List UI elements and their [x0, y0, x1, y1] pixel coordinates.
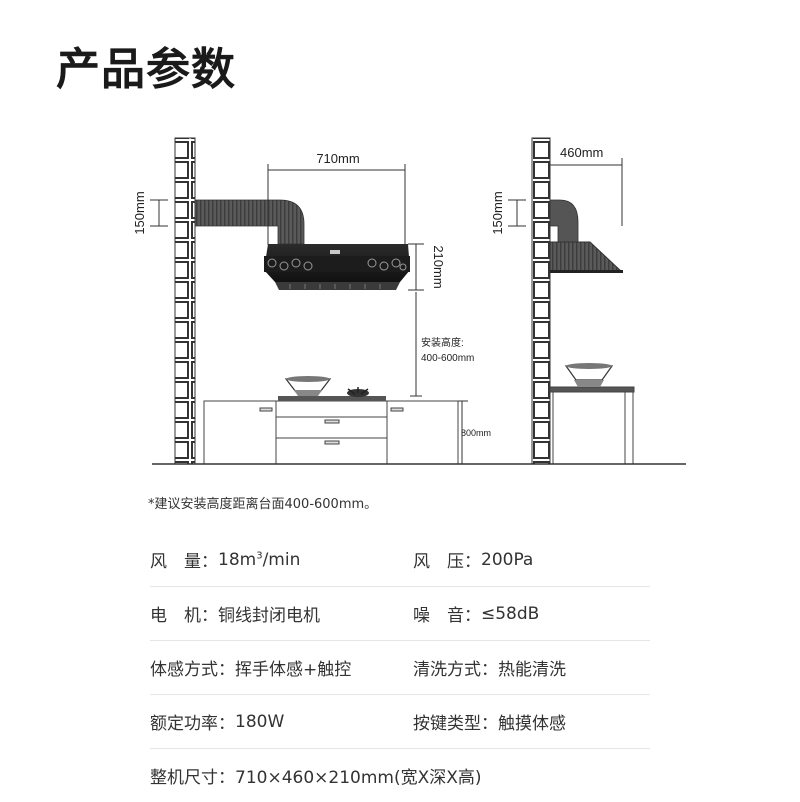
spec-value: 铜线封闭电机: [218, 606, 320, 626]
spec-row: 风 量： 18m3/min 风 压： 200Pa: [150, 533, 650, 587]
hood-height-label: 210mm: [431, 245, 446, 288]
install-height-range: 400-600mm: [421, 353, 474, 364]
left-width-dimension: [267, 164, 406, 245]
width-label: 710mm: [316, 151, 359, 166]
spec-label: 额定功率：: [150, 714, 235, 734]
spec-value: 挥手体感+触控: [235, 660, 352, 680]
spec-label: 电 机：: [150, 606, 218, 626]
left-exhaust-duct: [194, 199, 305, 245]
duct-height-label-right: 150mm: [490, 191, 505, 234]
spec-airflow: 风 量： 18m3/min: [150, 547, 413, 573]
spec-sensing-mode: 体感方式： 挥手体感+触控: [150, 655, 413, 680]
right-kitchen-cabinet: [549, 386, 635, 465]
counter-height-label: 800mm: [461, 428, 491, 438]
spec-row: 额定功率： 180W 按键类型： 触摸体感: [150, 695, 650, 749]
spec-value: 触摸体感: [498, 714, 566, 734]
spec-dimensions: 整机尺寸： 710×460×210mm(宽X深X高): [150, 763, 650, 788]
install-note: *建议安装高度距离台面400-600mm。: [148, 497, 378, 512]
spec-table: 风 量： 18m3/min 风 压： 200Pa 电 机： 铜线封闭电机 噪 音…: [150, 533, 650, 802]
spec-pressure: 风 压： 200Pa: [413, 547, 534, 573]
install-height-title: 安装高度:: [421, 336, 464, 349]
left-range-hood: [264, 244, 410, 290]
spec-value: 热能清洗: [498, 660, 566, 680]
spec-label: 整机尺寸：: [150, 768, 235, 788]
right-range-hood-side: [549, 241, 624, 273]
spec-value: 200Pa: [481, 549, 534, 570]
spec-value: 710×460×210mm(宽X深X高): [235, 768, 482, 788]
spec-value: 18m3/min: [218, 549, 301, 570]
spec-row: 整机尺寸： 710×460×210mm(宽X深X高): [150, 749, 650, 802]
spec-rated-power: 额定功率： 180W: [150, 709, 413, 735]
depth-label: 460mm: [560, 145, 603, 160]
spec-label: 清洗方式：: [413, 660, 498, 680]
duct-height-label-left: 150mm: [132, 191, 147, 234]
spec-key-type: 按键类型： 触摸体感: [413, 709, 566, 734]
spec-value: 180W: [235, 711, 285, 732]
right-brick-wall: [531, 137, 551, 465]
spec-cleaning-mode: 清洗方式： 热能清洗: [413, 655, 566, 680]
page-title: 产品参数: [56, 44, 236, 95]
left-brick-wall: [174, 137, 196, 465]
installation-diagram: 710mm 150mm 210mm 安装高度: 400-600mm 800mm: [132, 137, 686, 465]
spec-label: 按键类型：: [413, 714, 498, 734]
right-depth-dimension: [550, 158, 623, 226]
right-exhaust-duct: [549, 199, 579, 245]
spec-row: 电 机： 铜线封闭电机 噪 音： ≤58dB: [150, 587, 650, 641]
spec-noise: 噪 音： ≤58dB: [413, 601, 540, 627]
left-stove-with-wok: [278, 376, 386, 401]
spec-motor: 电 机： 铜线封闭电机: [150, 601, 413, 626]
right-stove-with-wok: [564, 363, 614, 387]
spec-label: 风 压：: [413, 552, 481, 572]
spec-value: ≤58dB: [481, 603, 540, 624]
spec-label: 体感方式：: [150, 660, 235, 680]
spec-label: 风 量：: [150, 552, 218, 572]
spec-row: 体感方式： 挥手体感+触控 清洗方式： 热能清洗: [150, 641, 650, 695]
left-kitchen-cabinet: [203, 400, 459, 465]
spec-label: 噪 音：: [413, 606, 481, 626]
